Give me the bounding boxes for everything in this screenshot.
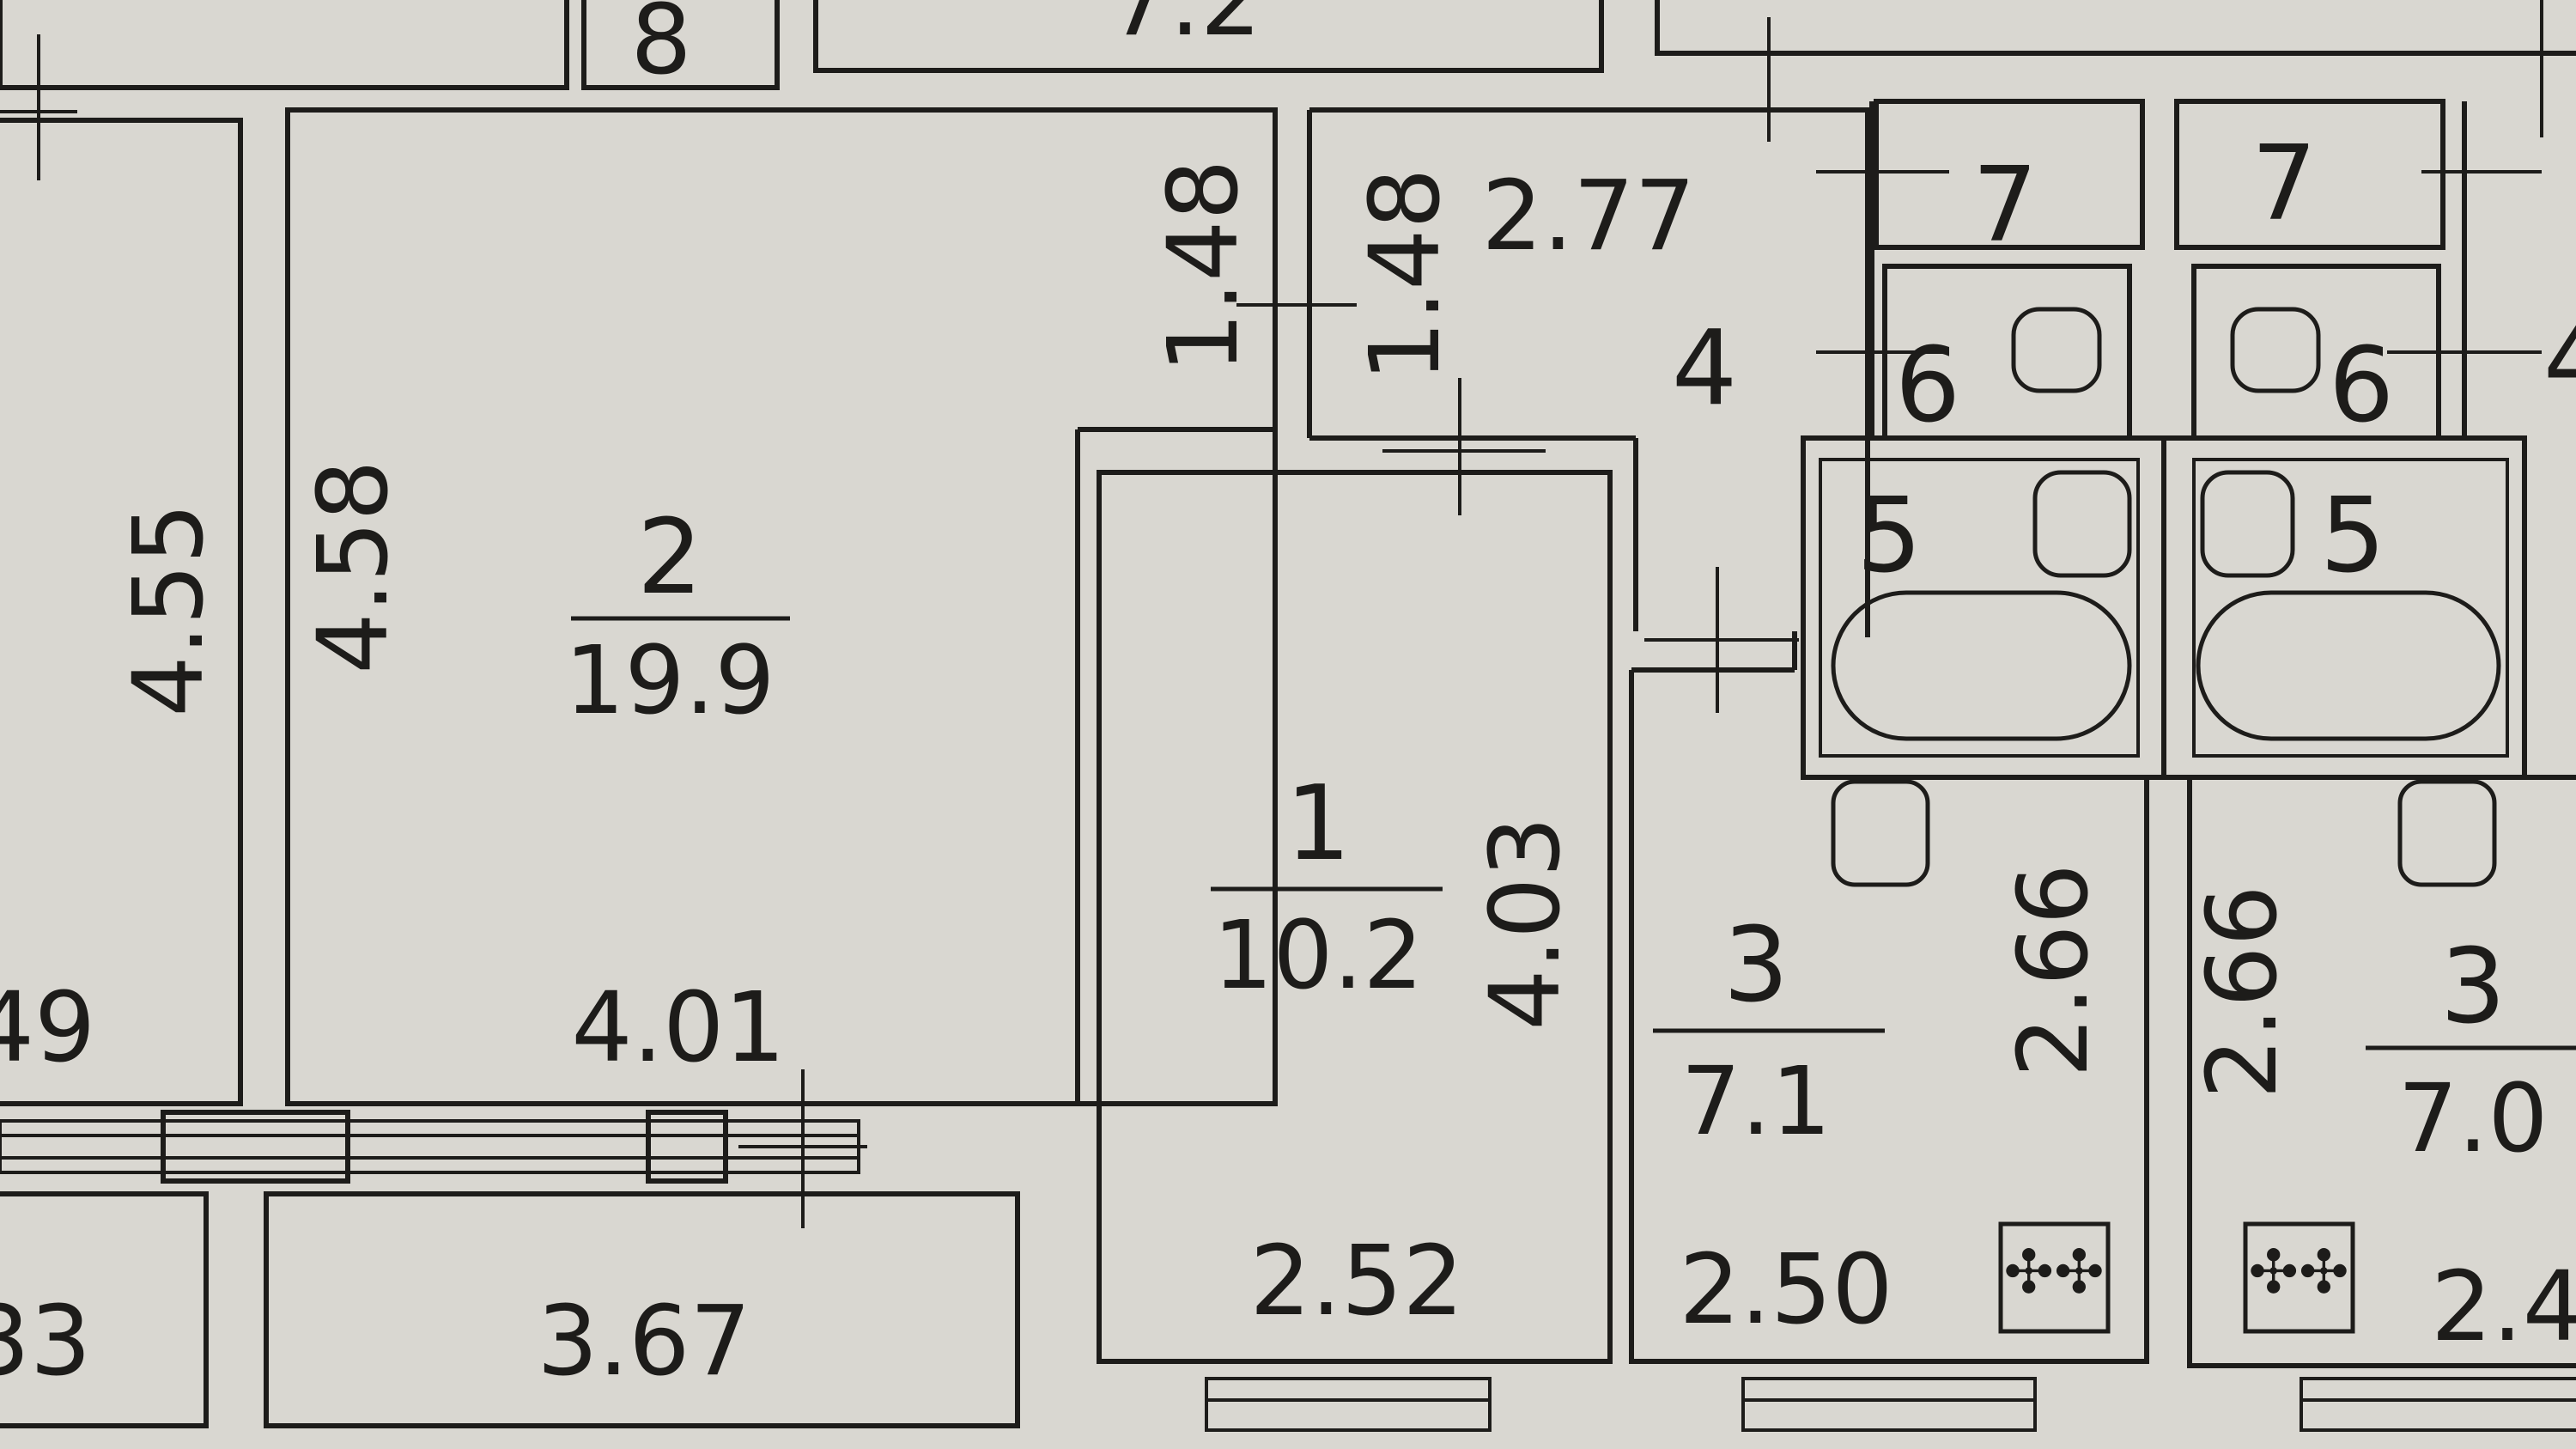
fixtures: ✣✣ ✣✣ <box>1831 307 2501 1334</box>
room-4-width: 1.48 <box>1350 167 1461 381</box>
sink-right <box>2200 470 2295 578</box>
right-room-3-area: 7.0 <box>2398 1063 2549 1173</box>
labels: 8 7.2 4.55 49 33 2 19.9 4.58 4.01 1.48 1… <box>0 0 2576 1397</box>
room-1-number: 1 <box>1285 764 1351 884</box>
room-1-area: 10.2 <box>1213 900 1424 1010</box>
balcony-length: 3.67 <box>537 1286 750 1397</box>
left-unit-length: 4.55 <box>113 502 225 716</box>
right-room-5-number: 5 <box>2320 477 2385 596</box>
room-1-length: 4.03 <box>1470 816 1582 1030</box>
right-room-4-number: 4 <box>2543 301 2576 420</box>
room-2-length: 4.58 <box>298 460 410 673</box>
left-unit-balcony: 33 <box>0 1286 91 1397</box>
right-room-7-number: 7 <box>2251 125 2317 244</box>
stove-left <box>1998 1221 2111 1334</box>
label-top-72: 7.2 <box>1109 0 1261 58</box>
room-2-number: 2 <box>637 498 702 618</box>
room-4-number: 4 <box>1672 309 1737 429</box>
right-room-3-length: 2.66 <box>2187 885 2299 1099</box>
room-2-width: 4.01 <box>571 972 785 1084</box>
door-ticks <box>0 0 2543 1228</box>
room-3-area: 7.1 <box>1681 1046 1832 1156</box>
bathtub-right <box>2196 590 2501 741</box>
svg-text:✣✣: ✣✣ <box>2248 1237 2348 1307</box>
right-room-6-number: 6 <box>2329 326 2394 446</box>
room-6-number: 6 <box>1895 326 1960 446</box>
room-3-number: 3 <box>1723 906 1789 1026</box>
room-7-number: 7 <box>1972 146 2038 265</box>
stove-right <box>2243 1221 2355 1334</box>
right-room-3-number: 3 <box>2440 928 2506 1047</box>
washer-right <box>2397 779 2497 887</box>
room-2-area: 19.9 <box>565 625 775 735</box>
label-top-8: 8 <box>630 0 691 96</box>
sink-left <box>2032 470 2132 578</box>
right-room-3-width: 2.4 <box>2431 1251 2576 1363</box>
door-width-left: 1.48 <box>1148 159 1260 373</box>
toilet-left <box>2011 307 2102 393</box>
bathtub-left <box>1831 590 2132 741</box>
room-5-number: 5 <box>1856 477 1922 596</box>
left-unit-width: 49 <box>0 972 95 1084</box>
room-3-length: 2.66 <box>1998 863 2110 1077</box>
washer-left <box>1831 779 1930 887</box>
toilet-right <box>2230 307 2321 393</box>
room-4-length: 2.77 <box>1481 161 1695 272</box>
svg-text:✣✣: ✣✣ <box>2003 1237 2104 1307</box>
room-1-width: 2.52 <box>1249 1226 1463 1337</box>
room-3-width: 2.50 <box>1679 1234 1893 1346</box>
